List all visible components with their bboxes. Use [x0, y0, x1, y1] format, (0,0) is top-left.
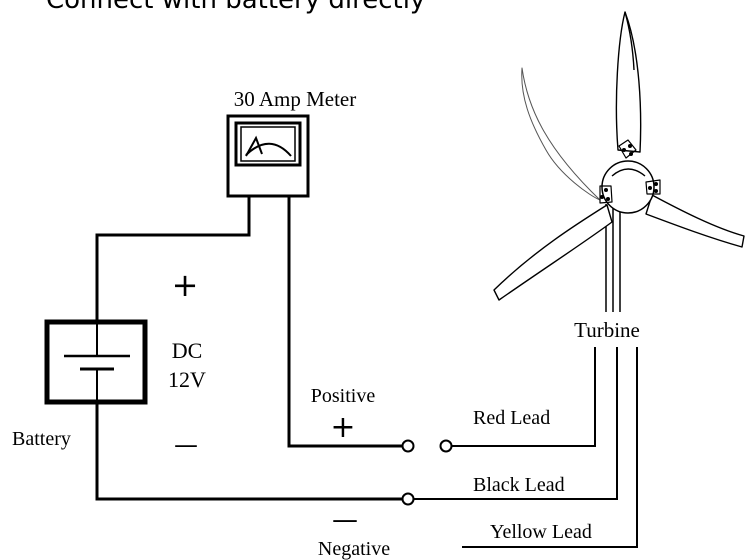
yellow-lead-label: Yellow Lead	[490, 521, 592, 543]
negative-label: Negative	[318, 538, 390, 560]
wind-turbine-icon	[493, 11, 745, 312]
yellow-lead-wire	[462, 347, 638, 548]
battery-icon	[44, 319, 148, 405]
ammeter-icon	[226, 114, 310, 198]
meter-label: 30 Amp Meter	[234, 87, 356, 111]
wire-battery-to-negative	[95, 402, 402, 501]
wire-meter-to-battery	[95, 196, 251, 322]
positive-sign: +	[330, 410, 355, 445]
battery-voltage-line1: DC	[172, 338, 203, 363]
negative-terminal	[401, 492, 415, 506]
black-lead-label: Black Lead	[473, 474, 565, 496]
positive-terminal-right	[439, 439, 453, 453]
battery-voltage-line2: 12V	[168, 367, 206, 392]
negative-sign: —	[332, 505, 358, 535]
battery-minus-sign: —	[174, 431, 198, 459]
battery-label: Battery	[12, 428, 71, 450]
positive-terminal-left	[401, 439, 415, 453]
positive-label: Positive	[311, 385, 376, 407]
red-lead-label: Red Lead	[473, 407, 550, 429]
wire-meter-to-positive	[287, 196, 402, 448]
red-lead-wire	[452, 347, 596, 447]
battery-plus-sign: +	[172, 266, 199, 304]
top-caption: Connect with battery directly	[46, 0, 425, 15]
turbine-label: Turbine	[574, 318, 640, 342]
black-lead-wire	[414, 347, 618, 500]
